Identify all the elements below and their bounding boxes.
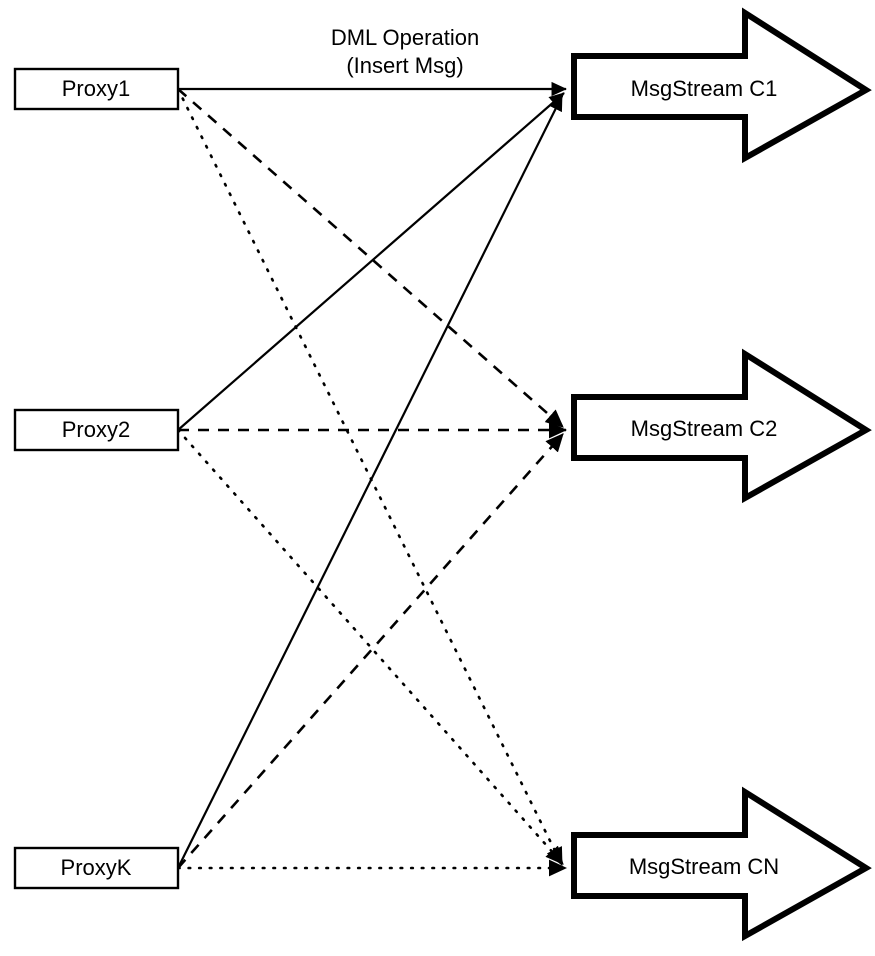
node-proxyk[interactable]: ProxyK [13,846,180,890]
node-proxy2[interactable]: Proxy2 [13,408,180,452]
link-proxy1-to-c2[interactable] [177,88,564,428]
proxy2-box[interactable] [13,408,180,452]
msgstream-cn-arrow-shape[interactable] [571,786,872,942]
proxy1-box[interactable] [13,67,180,111]
node-msgstream-c1[interactable]: MsgStream C1 [571,7,872,164]
msgstream-c2-arrow-shape[interactable] [571,348,872,504]
msgstream-c1-label: MsgStream C1 [631,76,778,101]
proxyk-box[interactable] [13,846,180,890]
msgstream-cn-label: MsgStream CN [629,854,779,879]
node-proxy1[interactable]: Proxy1 [13,67,180,111]
link-proxy2-to-c1[interactable] [177,92,565,431]
edge-label-line2: (Insert Msg) [346,53,463,78]
proxyk-label: ProxyK [61,855,132,880]
link-proxyk-to-c1[interactable] [177,95,563,869]
proxy1-label: Proxy1 [62,76,130,101]
edge-label-dml-operation: DML Operation (Insert Msg) [331,25,479,78]
node-msgstream-c2[interactable]: MsgStream C2 [571,348,872,504]
links-layer [176,81,568,877]
link-proxyk-to-c2[interactable] [177,433,564,869]
edge-label-line1: DML Operation [331,25,479,50]
msgstream-c2-label: MsgStream C2 [631,416,778,441]
link-proxy2-to-cn[interactable] [176,428,565,866]
msgstream-c1-arrow-shape[interactable] [571,7,872,164]
node-msgstream-cn[interactable]: MsgStream CN [571,786,872,942]
link-proxy1-to-cn[interactable] [176,87,564,867]
proxy2-label: Proxy2 [62,417,130,442]
